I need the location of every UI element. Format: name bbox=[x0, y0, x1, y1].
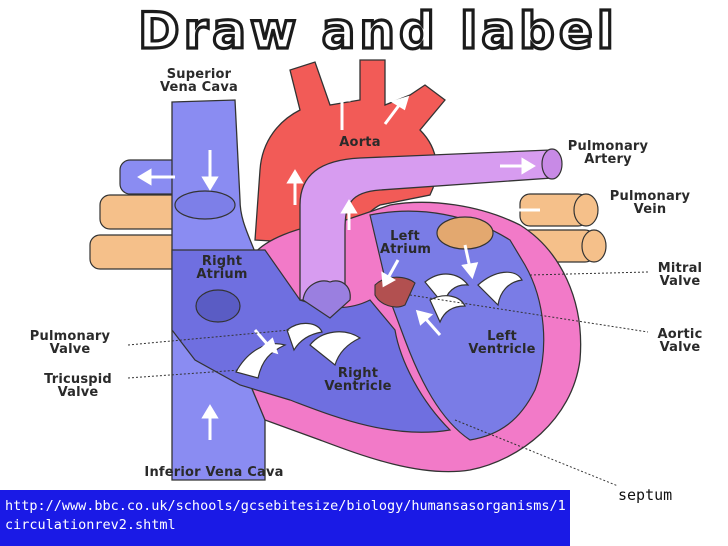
pulmonary-valve-shape bbox=[302, 280, 351, 319]
vena-cava-opening bbox=[174, 190, 236, 220]
label-line: Valve bbox=[49, 342, 91, 357]
valve-flaps bbox=[235, 271, 523, 379]
label-line: Pulmonary bbox=[567, 139, 649, 154]
label-line: Atrium bbox=[380, 242, 432, 257]
label-line: Atrium bbox=[196, 267, 248, 282]
pulmonary-vein-opening bbox=[436, 216, 494, 250]
label-line: Valve bbox=[659, 340, 701, 355]
pulmonary-artery-end bbox=[541, 148, 563, 180]
label-line: Vena Cava bbox=[159, 80, 239, 95]
source-url-link[interactable]: http://www.bbc.co.uk/schools/gcsebitesiz… bbox=[0, 490, 570, 546]
right-atrium-opening bbox=[195, 289, 241, 323]
label-right-ventricle: Right Ventricle bbox=[308, 367, 408, 393]
label-aortic-valve: Aortic Valve bbox=[640, 328, 720, 354]
label-line: Inferior Vena Cava bbox=[144, 465, 284, 480]
label-line: Left bbox=[487, 329, 517, 344]
label-line: Superior bbox=[166, 67, 232, 82]
label-line: Aortic bbox=[657, 327, 703, 342]
label-pulmonary-valve: Pulmonary Valve bbox=[10, 330, 130, 356]
label-pulmonary-vein: Pulmonary Vein bbox=[590, 190, 710, 216]
label-line: Artery bbox=[584, 152, 632, 167]
label-line: Ventricle bbox=[324, 379, 392, 394]
label-mitral-valve: Mitral Valve bbox=[640, 262, 720, 288]
title-draw-and-label: Draw and label bbox=[137, 0, 618, 61]
label-left-ventricle: Left Ventricle bbox=[452, 330, 552, 356]
label-aorta: Aorta bbox=[330, 136, 390, 149]
label-line: Valve bbox=[659, 274, 701, 289]
label-tricuspid-valve: Tricuspid Valve bbox=[28, 373, 128, 399]
label-line: Valve bbox=[57, 385, 99, 400]
label-line: Mitral bbox=[657, 261, 703, 276]
label-line: Pulmonary bbox=[609, 189, 691, 204]
label-left-atrium: Left Atrium bbox=[380, 229, 432, 257]
svg-text:Draw and label: Draw and label bbox=[138, 2, 618, 60]
label-septum: septum bbox=[618, 486, 673, 504]
label-inferior-vena-cava: Inferior Vena Cava bbox=[104, 466, 324, 479]
label-line: Right bbox=[201, 254, 243, 269]
label-line: Pulmonary bbox=[29, 329, 111, 344]
label-line: Right bbox=[337, 366, 379, 381]
label-line: Aorta bbox=[339, 135, 381, 150]
label-line: Ventricle bbox=[468, 342, 536, 357]
label-line: Vein bbox=[633, 202, 667, 217]
flow-arrows bbox=[137, 86, 540, 440]
label-pointer-lines bbox=[127, 271, 649, 487]
label-pulmonary-artery: Pulmonary Artery bbox=[548, 140, 668, 166]
label-right-atrium: Right Atrium bbox=[192, 255, 252, 281]
label-superior-vena-cava: Superior Vena Cava bbox=[144, 68, 254, 94]
label-line: Tricuspid bbox=[44, 372, 112, 387]
label-line: Left bbox=[390, 229, 420, 244]
